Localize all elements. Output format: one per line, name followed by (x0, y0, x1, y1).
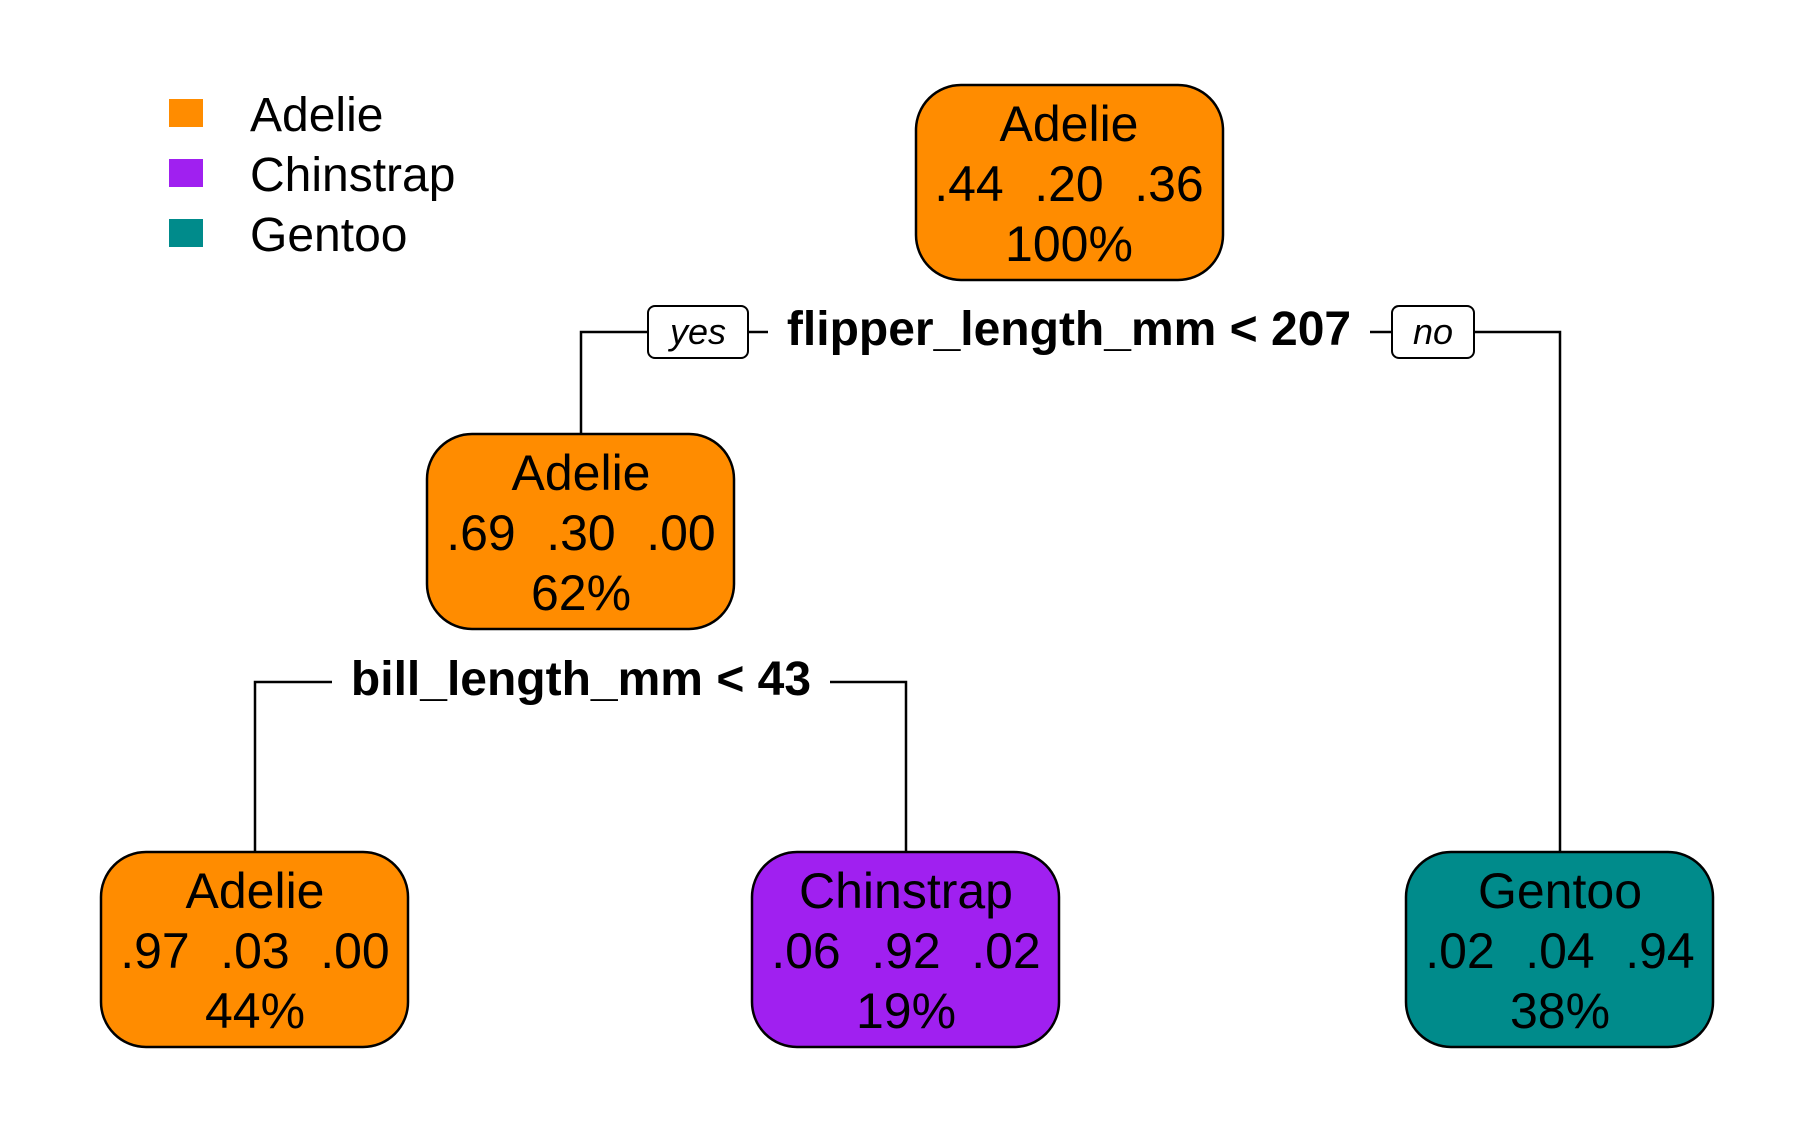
node-leaf-adelie-prob-3: .00 (320, 923, 390, 979)
edge-root-right (1474, 330, 1562, 855)
node-root-prob-2: .20 (1034, 156, 1104, 212)
node-leaf-gentoo-class: Gentoo (1478, 863, 1642, 919)
tree-edges (253, 330, 1562, 855)
node-leaf-adelie-prob-2: .03 (220, 923, 290, 979)
node-leaf-adelie-class: Adelie (186, 863, 325, 919)
legend-label-adelie: Adelie (250, 89, 383, 142)
node-leaf-chinstrap-class: Chinstrap (799, 863, 1013, 919)
node-left-box (425, 432, 736, 631)
node-left-prob-3: .00 (646, 505, 716, 561)
node-leaf-chinstrap-box (750, 850, 1061, 1049)
node-root-prob-1: .44 (934, 156, 1004, 212)
node-left: Adelie .69 .30 .00 62% (425, 432, 736, 631)
node-leaf-adelie-prob-1: .97 (120, 923, 190, 979)
node-left-pct: 62% (531, 565, 631, 621)
node-leaf-chinstrap-prob-1: .06 (771, 923, 841, 979)
legend-label-gentoo: Gentoo (250, 209, 407, 262)
edge-left-leaf-adelie (253, 680, 332, 855)
node-left-prob-1: .69 (446, 505, 516, 561)
node-leaf-adelie-box (99, 850, 410, 1049)
node-left-prob-2: .30 (546, 505, 616, 561)
edge-label-yes: yes (647, 305, 749, 359)
split-label-root: flipper_length_mm < 207 (787, 303, 1351, 356)
node-leaf-adelie-pct: 44% (205, 983, 305, 1039)
edge-label-no-text: no (1413, 311, 1453, 352)
edge-label-yes-text: yes (667, 311, 726, 352)
node-root: Adelie .44 .20 .36 100% (914, 83, 1225, 282)
node-leaf-adelie: Adelie .97 .03 .00 44% (99, 850, 410, 1049)
node-root-box (914, 83, 1225, 282)
node-root-class: Adelie (1000, 96, 1139, 152)
node-leaf-gentoo-pct: 38% (1510, 983, 1610, 1039)
node-root-prob-3: .36 (1134, 156, 1204, 212)
node-leaf-gentoo-prob-3: .94 (1625, 923, 1695, 979)
split-label-left: bill_length_mm < 43 (351, 653, 811, 706)
node-leaf-chinstrap: Chinstrap .06 .92 .02 19% (750, 850, 1061, 1049)
legend: Adelie Chinstrap Gentoo (169, 89, 455, 262)
legend-swatch-adelie (169, 99, 203, 127)
edge-left-leaf-chinstrap (830, 680, 908, 855)
legend-swatch-chinstrap (169, 159, 203, 187)
node-leaf-chinstrap-prob-3: .02 (971, 923, 1041, 979)
edge-label-no: no (1391, 305, 1475, 359)
node-root-pct: 100% (1005, 216, 1133, 272)
node-leaf-gentoo-prob-1: .02 (1425, 923, 1495, 979)
node-leaf-gentoo: Gentoo .02 .04 .94 38% (1404, 850, 1715, 1049)
node-left-class: Adelie (512, 445, 651, 501)
node-leaf-chinstrap-prob-2: .92 (871, 923, 941, 979)
legend-label-chinstrap: Chinstrap (250, 149, 455, 202)
node-leaf-gentoo-prob-2: .04 (1525, 923, 1595, 979)
node-leaf-gentoo-box (1404, 850, 1715, 1049)
legend-swatch-gentoo (169, 219, 203, 247)
node-leaf-chinstrap-pct: 19% (856, 983, 956, 1039)
